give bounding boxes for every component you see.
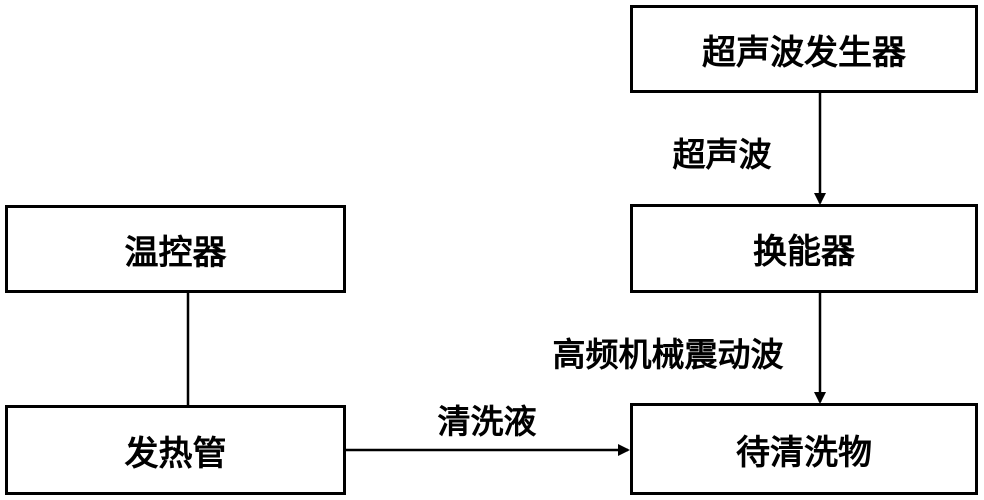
transducer-label: 换能器 xyxy=(753,232,855,272)
transducer-box: 换能器 xyxy=(630,204,978,293)
heating-tube-label: 发热管 xyxy=(124,433,227,474)
edge-label-cleaning-liquid: 清洗液 xyxy=(437,402,537,441)
edge-label-ultrasonic: 超声波 xyxy=(672,135,772,174)
object-to-clean-box: 待清洗物 xyxy=(630,403,978,495)
edge-label-vibration-wave: 高频机械震动波 xyxy=(552,335,784,374)
thermostat-label: 温控器 xyxy=(124,232,227,273)
heating-tube-box: 发热管 xyxy=(5,405,346,495)
thermostat-box: 温控器 xyxy=(5,205,346,293)
ultrasonic-generator-box: 超声波发生器 xyxy=(630,5,978,93)
object-to-clean-label: 待清洗物 xyxy=(736,432,872,473)
ultrasonic-generator-label: 超声波发生器 xyxy=(702,32,906,73)
